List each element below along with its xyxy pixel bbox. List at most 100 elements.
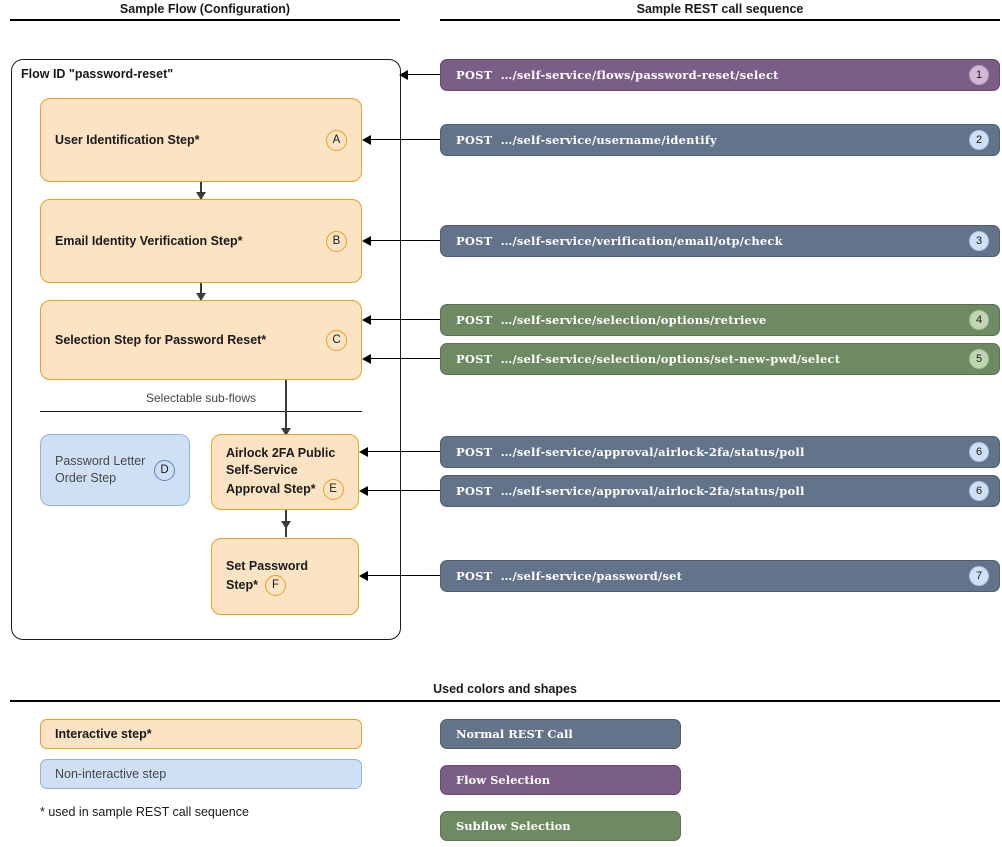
legend-label: Interactive step* <box>55 727 152 741</box>
rest-path: …/self-service/password/set <box>500 569 683 583</box>
rest-call-text: POST …/self-service/selection/options/se… <box>456 352 969 366</box>
rest-call-7[interactable]: POST …/self-service/password/set 7 <box>440 560 1000 592</box>
rest-method: POST <box>456 234 493 248</box>
rest-call-text: POST …/self-service/approval/airlock-2fa… <box>456 445 969 459</box>
step-label-line1: Set Password <box>226 558 308 573</box>
rest-call-text: POST …/self-service/selection/options/re… <box>456 313 969 327</box>
step-label: Email Identity Verification Step* <box>55 233 243 248</box>
step-label: User Identification Step* <box>55 132 200 147</box>
step-email-identity-verification[interactable]: Email Identity Verification Step* B <box>40 199 362 283</box>
step-password-letter-order[interactable]: Password Letter Order Step D <box>40 434 190 506</box>
rest-arrow-6b-head <box>359 486 368 496</box>
step-label: Set Password Step*F <box>226 558 348 596</box>
connector-airlock-to-setpassword-arrowhead <box>281 521 291 529</box>
step-badge-c: C <box>326 329 347 351</box>
rest-call-text: POST …/self-service/username/identify <box>456 133 969 147</box>
flow-section-title: Sample Flow (Configuration) <box>119 2 291 16</box>
connector-c-to-airlock-arrowhead <box>281 428 291 436</box>
step-airlock-2fa-approval[interactable]: Airlock 2FA Public Self-Service Approval… <box>211 434 359 510</box>
rest-arrow-6b-line <box>368 490 440 492</box>
rest-arrow-1-line <box>408 74 440 76</box>
rest-call-text: POST …/self-service/approval/airlock-2fa… <box>456 484 969 498</box>
rest-arrow-5-head <box>362 354 371 364</box>
step-label: Airlock 2FA Public Self-Service Approval… <box>226 445 348 500</box>
rest-path: …/self-service/selection/options/retriev… <box>500 313 767 327</box>
rest-call-text: POST …/self-service/verification/email/o… <box>456 234 969 248</box>
rest-number-badge: 1 <box>969 65 989 85</box>
step-label-line3: Approval Step* <box>226 481 316 496</box>
rest-number-badge: 6 <box>969 481 989 501</box>
rest-section-title: Sample REST call sequence <box>636 2 804 16</box>
rest-path: …/self-service/selection/options/set-new… <box>500 352 841 366</box>
rest-arrow-6a-line <box>368 451 440 453</box>
step-badge-d: D <box>154 459 175 481</box>
rest-call-5[interactable]: POST …/self-service/selection/options/se… <box>440 343 1000 375</box>
rest-method: POST <box>456 352 493 366</box>
rest-number-badge: 7 <box>969 566 989 586</box>
step-label: Password Letter Order Step <box>55 454 146 485</box>
rest-method: POST <box>456 569 493 583</box>
step-label-line2: Self-Service <box>226 462 298 477</box>
legend-subflow-selection: Subflow Selection <box>440 811 681 841</box>
legend-label: Flow Selection <box>456 773 551 787</box>
rest-number-badge: 3 <box>969 231 989 251</box>
rest-method: POST <box>456 313 493 327</box>
rest-arrow-6a-head <box>359 447 368 457</box>
rest-call-1[interactable]: POST …/self-service/flows/password-reset… <box>440 59 1000 91</box>
rest-arrow-3-head <box>362 236 371 246</box>
rest-arrow-4-head <box>362 315 371 325</box>
rest-arrow-7-head <box>359 571 368 581</box>
legend-footnote: * used in sample REST call sequence <box>40 805 249 819</box>
rest-method: POST <box>456 68 493 82</box>
rest-arrow-2-line <box>371 139 440 141</box>
legend-noninteractive-step: Non-interactive step <box>40 759 362 789</box>
rest-number-badge: 4 <box>969 310 989 330</box>
step-label-line2: Step* <box>226 577 258 592</box>
rest-arrow-3-line <box>371 240 440 242</box>
rest-method: POST <box>456 133 493 147</box>
legend-label: Normal REST Call <box>456 727 573 741</box>
rest-path: …/self-service/username/identify <box>500 133 717 147</box>
rest-path: …/self-service/verification/email/otp/ch… <box>500 234 783 248</box>
rest-arrow-4-line <box>371 319 440 321</box>
connector-c-to-airlock <box>285 380 287 435</box>
rest-call-6b[interactable]: POST …/self-service/approval/airlock-2fa… <box>440 475 1000 507</box>
step-label-line1: Airlock 2FA Public <box>226 445 336 460</box>
rest-method: POST <box>456 445 493 459</box>
rest-call-3[interactable]: POST …/self-service/verification/email/o… <box>440 225 1000 257</box>
rest-arrow-1-head <box>399 70 408 80</box>
rest-section-rule <box>440 19 1000 21</box>
legend-label: Subflow Selection <box>456 819 571 833</box>
step-badge-e: E <box>322 478 344 500</box>
rest-path: …/self-service/flows/password-reset/sele… <box>500 68 779 82</box>
rest-call-2[interactable]: POST …/self-service/username/identify 2 <box>440 124 1000 156</box>
flow-section-rule <box>10 19 400 21</box>
step-set-password[interactable]: Set Password Step*F <box>211 538 359 615</box>
legend-divider <box>10 700 1000 702</box>
subflow-caption: Selectable sub-flows <box>145 391 257 405</box>
legend-interactive-step: Interactive step* <box>40 719 362 749</box>
step-badge-a: A <box>326 129 347 151</box>
connector-a-to-b-arrowhead <box>196 192 206 200</box>
rest-number-badge: 6 <box>969 442 989 462</box>
rest-number-badge: 2 <box>969 130 989 150</box>
rest-call-text: POST …/self-service/password/set <box>456 569 969 583</box>
rest-path: …/self-service/approval/airlock-2fa/stat… <box>500 484 805 498</box>
connector-b-to-c-arrowhead <box>196 293 206 301</box>
rest-call-6a[interactable]: POST …/self-service/approval/airlock-2fa… <box>440 436 1000 468</box>
rest-call-4[interactable]: POST …/self-service/selection/options/re… <box>440 304 1000 336</box>
subflow-divider <box>40 411 362 413</box>
legend-normal-rest-call: Normal REST Call <box>440 719 681 749</box>
legend-flow-selection: Flow Selection <box>440 765 681 795</box>
step-selection-password-reset[interactable]: Selection Step for Password Reset* C <box>40 300 362 380</box>
rest-arrow-7-line <box>368 575 440 577</box>
step-label: Selection Step for Password Reset* <box>55 332 267 347</box>
rest-method: POST <box>456 484 493 498</box>
flow-id-label: Flow ID "password-reset" <box>21 67 174 81</box>
rest-number-badge: 5 <box>969 349 989 369</box>
legend-title: Used colors and shapes <box>433 682 577 696</box>
rest-call-text: POST …/self-service/flows/password-reset… <box>456 68 969 82</box>
legend-label: Non-interactive step <box>55 767 167 781</box>
rest-arrow-2-head <box>362 135 371 145</box>
step-user-identification[interactable]: User Identification Step* A <box>40 98 362 182</box>
